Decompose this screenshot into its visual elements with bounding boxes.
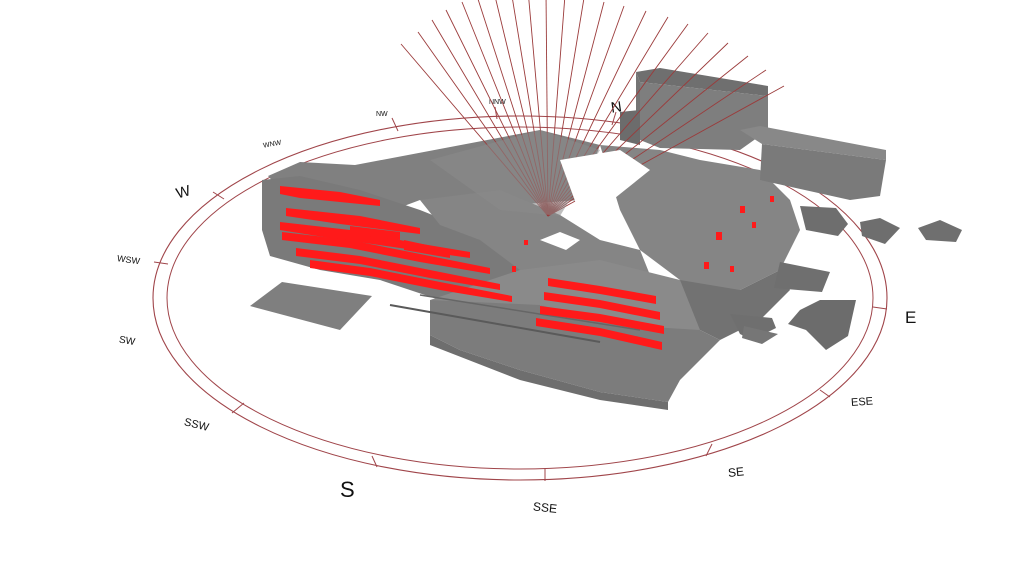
label-se: SE xyxy=(727,464,744,480)
label-nw: NW xyxy=(376,111,388,118)
outbuilding-5 xyxy=(788,300,856,350)
compass-ticks xyxy=(153,106,888,481)
highlight-band xyxy=(548,278,656,304)
ray-projection-wedge xyxy=(430,130,600,216)
highlight-window xyxy=(730,266,734,272)
highlight-window xyxy=(524,240,528,245)
compass-rose xyxy=(152,106,888,481)
highlight-window xyxy=(770,196,774,202)
outbuilding-1 xyxy=(860,218,900,244)
label-ese: ESE xyxy=(851,396,874,410)
label-sse: SSE xyxy=(532,499,557,515)
east-wing-facade xyxy=(680,270,790,340)
label-south: S xyxy=(340,477,355,502)
highlight-window xyxy=(716,232,722,240)
label-wnw: WNW xyxy=(263,140,283,150)
compass-outer-ring xyxy=(152,115,888,481)
highlight-band xyxy=(280,186,380,206)
outbuilding-4 xyxy=(774,262,830,292)
highlight-band xyxy=(536,318,662,350)
highlight-band xyxy=(404,240,450,258)
highlight-band xyxy=(310,260,512,302)
highlight-band xyxy=(350,226,400,240)
ground-edge-1 xyxy=(389,304,601,343)
highlight-band xyxy=(282,232,490,274)
label-west: W xyxy=(174,182,193,202)
north-annex xyxy=(620,110,640,145)
courtyard-opening xyxy=(540,232,580,250)
label-sw: SW xyxy=(118,335,136,349)
north-tower-top xyxy=(636,68,768,96)
compass-inner-ring xyxy=(166,126,874,470)
ground-edge-2 xyxy=(419,294,641,331)
highlight-band xyxy=(540,306,664,334)
outbuilding-2 xyxy=(918,220,962,242)
courtyard-void xyxy=(560,150,650,220)
ground-slab-west xyxy=(250,282,372,330)
label-nnw: NNW xyxy=(489,99,506,106)
highlighted-surfaces xyxy=(280,186,774,350)
label-ssw: SSW xyxy=(183,416,211,434)
highlight-band xyxy=(296,248,500,290)
highlight-window xyxy=(704,262,709,269)
highlight-band xyxy=(544,292,660,320)
compass-labels: N NNW NW WNW W WSW SW SSW S SSE SE ESE E xyxy=(116,98,916,515)
label-east: E xyxy=(905,308,916,327)
southeast-ramp xyxy=(742,326,778,344)
highlight-window xyxy=(512,266,516,272)
outbuilding-3 xyxy=(800,206,848,236)
highlight-band xyxy=(286,208,420,234)
highlight-window xyxy=(752,222,756,228)
highlight-window xyxy=(740,206,745,213)
east-wing-roof xyxy=(600,145,800,300)
northeast-bar-face xyxy=(760,144,886,200)
label-north: N xyxy=(610,98,623,116)
label-wsw: WSW xyxy=(116,253,141,266)
northeast-bar-top xyxy=(740,126,886,160)
south-block-base xyxy=(430,335,668,410)
